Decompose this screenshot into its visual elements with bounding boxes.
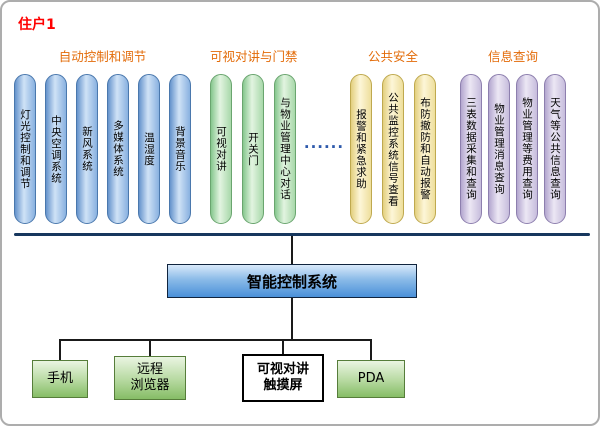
bus-line	[14, 233, 590, 236]
feature-pill: 与物业管理中心对话	[274, 74, 296, 224]
group-label-0: 自动控制和调节	[58, 49, 147, 64]
group-label-3: 信息查询	[487, 49, 538, 64]
pill-label: 开关门	[247, 131, 259, 167]
terminal-box: PDA	[337, 360, 405, 398]
tree-line	[59, 339, 372, 341]
page-title: 住户1	[18, 17, 56, 33]
connector-line	[282, 340, 284, 354]
connector-bus-to-hub	[291, 236, 293, 264]
pill-label: 公共监控系统信号查看	[387, 91, 399, 207]
terminal-box: 手机	[32, 360, 88, 398]
feature-pill: 物业管理消息查询	[488, 74, 510, 224]
feature-pill: 中央空调系统	[45, 74, 67, 224]
feature-pill: 公共监控系统信号查看	[382, 74, 404, 224]
feature-pill: 开关门	[242, 74, 264, 224]
group-label-1: 可视对讲与门禁	[210, 49, 298, 64]
feature-pill: 布防撤防和自动报警	[414, 74, 436, 224]
pill-label: 布防撤防和自动报警	[419, 97, 431, 201]
connector-hub-to-tree	[291, 298, 293, 340]
group-label-2: 公共安全	[367, 49, 418, 64]
ellipsis-dots: ......	[303, 134, 345, 152]
feature-pill: 物业管理等费用查询	[516, 74, 538, 224]
terminal-box: 远程 浏览器	[114, 356, 186, 400]
connector-line	[149, 340, 151, 356]
pill-label: 多媒体系统	[112, 120, 124, 178]
connector-line	[59, 340, 61, 360]
feature-pill: 灯光控制和调节	[14, 74, 36, 224]
terminal-box: 可视对讲 触摸屏	[242, 354, 324, 402]
feature-pill: 天气等公共信息查询	[544, 74, 566, 224]
feature-pill: 温湿度	[138, 74, 160, 224]
pill-label: 天气等公共信息查询	[549, 97, 561, 201]
feature-pill: 新风系统	[76, 74, 98, 224]
hub-box: 智能控制系统	[167, 264, 417, 298]
feature-pill: 可视对讲	[210, 74, 232, 224]
pill-label: 背景音乐	[174, 126, 186, 172]
feature-pill: 多媒体系统	[107, 74, 129, 224]
pill-label: 温湿度	[143, 131, 155, 167]
pill-label: 与物业管理中心对话	[279, 97, 291, 201]
feature-pill: 背景音乐	[169, 74, 191, 224]
pill-label: 物业管理消息查询	[493, 103, 505, 195]
feature-pill: 三表数据采集和查询	[460, 74, 482, 224]
connector-line	[370, 340, 372, 360]
pill-label: 可视对讲	[215, 126, 227, 172]
pill-label: 灯光控制和调节	[19, 108, 31, 190]
pill-label: 报警和紧急求助	[355, 108, 367, 190]
feature-pill: 报警和紧急求助	[350, 74, 372, 224]
pill-label: 中央空调系统	[50, 114, 62, 184]
pill-label: 物业管理等费用查询	[521, 97, 533, 201]
pill-label: 新风系统	[81, 126, 93, 172]
pill-label: 三表数据采集和查询	[465, 97, 477, 201]
